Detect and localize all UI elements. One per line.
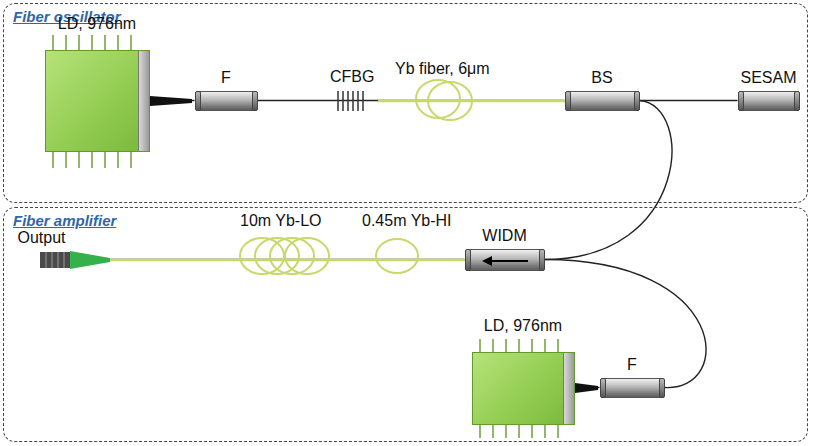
fiber-connector	[110, 259, 465, 260]
end-cap	[565, 91, 571, 111]
fiber-connector	[258, 100, 565, 101]
yb-fiber-coil	[416, 80, 472, 120]
fiber-connector	[640, 100, 738, 101]
yb-fiber	[110, 259, 465, 262]
filter-component: F	[195, 91, 258, 111]
heat-plate	[563, 353, 574, 424]
component-label: SESAM	[740, 69, 796, 87]
part-label: 0.45m Yb-HI	[362, 212, 452, 230]
component-label: F	[627, 356, 637, 374]
connector-cone	[70, 251, 110, 269]
fiber-boot	[150, 96, 192, 106]
part-label: CFBG	[330, 68, 374, 86]
arrow-head	[482, 256, 492, 266]
end-cap	[252, 91, 258, 111]
end-cap	[659, 378, 665, 398]
end-cap	[794, 91, 800, 111]
part-label: 10m Yb-LO	[240, 212, 322, 230]
end-cap	[600, 378, 606, 398]
isolator-arrow	[466, 250, 546, 272]
connector-ridges	[46, 252, 64, 268]
end-cap	[195, 91, 201, 111]
wdm-isolator: WIDM	[465, 249, 545, 271]
yb-hi-coil	[376, 239, 418, 273]
connector-shape	[40, 250, 110, 270]
component-label: WIDM	[482, 227, 526, 245]
region-title: Fiber amplifier	[13, 212, 116, 229]
end-cap	[539, 249, 545, 271]
component-label: LD, 976nm	[58, 15, 136, 33]
end-cap	[465, 249, 471, 271]
beam-splitter: BS	[565, 91, 640, 111]
yb-lo-coil	[240, 238, 329, 274]
system-region: Fiber amplifierOutputWIDMLD, 976nmF	[3, 207, 808, 442]
coil-loop	[428, 82, 472, 120]
heat-plate	[138, 51, 149, 151]
component-label: F	[221, 69, 231, 87]
coil-loop	[376, 239, 418, 273]
grating-line	[338, 91, 363, 111]
bragg-grating	[338, 91, 363, 111]
component-label: LD, 976nm	[484, 317, 562, 335]
system-region: Fiber oscillatorLD, 976nmFBSSESAM	[3, 3, 808, 203]
laser-diode: LD, 976nm	[45, 50, 150, 152]
part-label: Yb fiber, 6μm	[395, 60, 490, 78]
fiber-connector	[545, 101, 672, 260]
end-cap	[738, 91, 744, 111]
end-cap	[634, 91, 640, 111]
sesam-component: SESAM	[738, 91, 800, 111]
filter-component: F	[600, 378, 665, 398]
component-label: BS	[591, 69, 612, 87]
connector-body	[40, 252, 70, 268]
arrow-line	[490, 260, 528, 262]
output-connector: Output	[40, 250, 110, 270]
component-label: Output	[18, 229, 66, 247]
fiber-boot	[575, 383, 598, 393]
laser-diode: LD, 976nm	[472, 352, 575, 425]
coil-loop	[285, 238, 329, 274]
